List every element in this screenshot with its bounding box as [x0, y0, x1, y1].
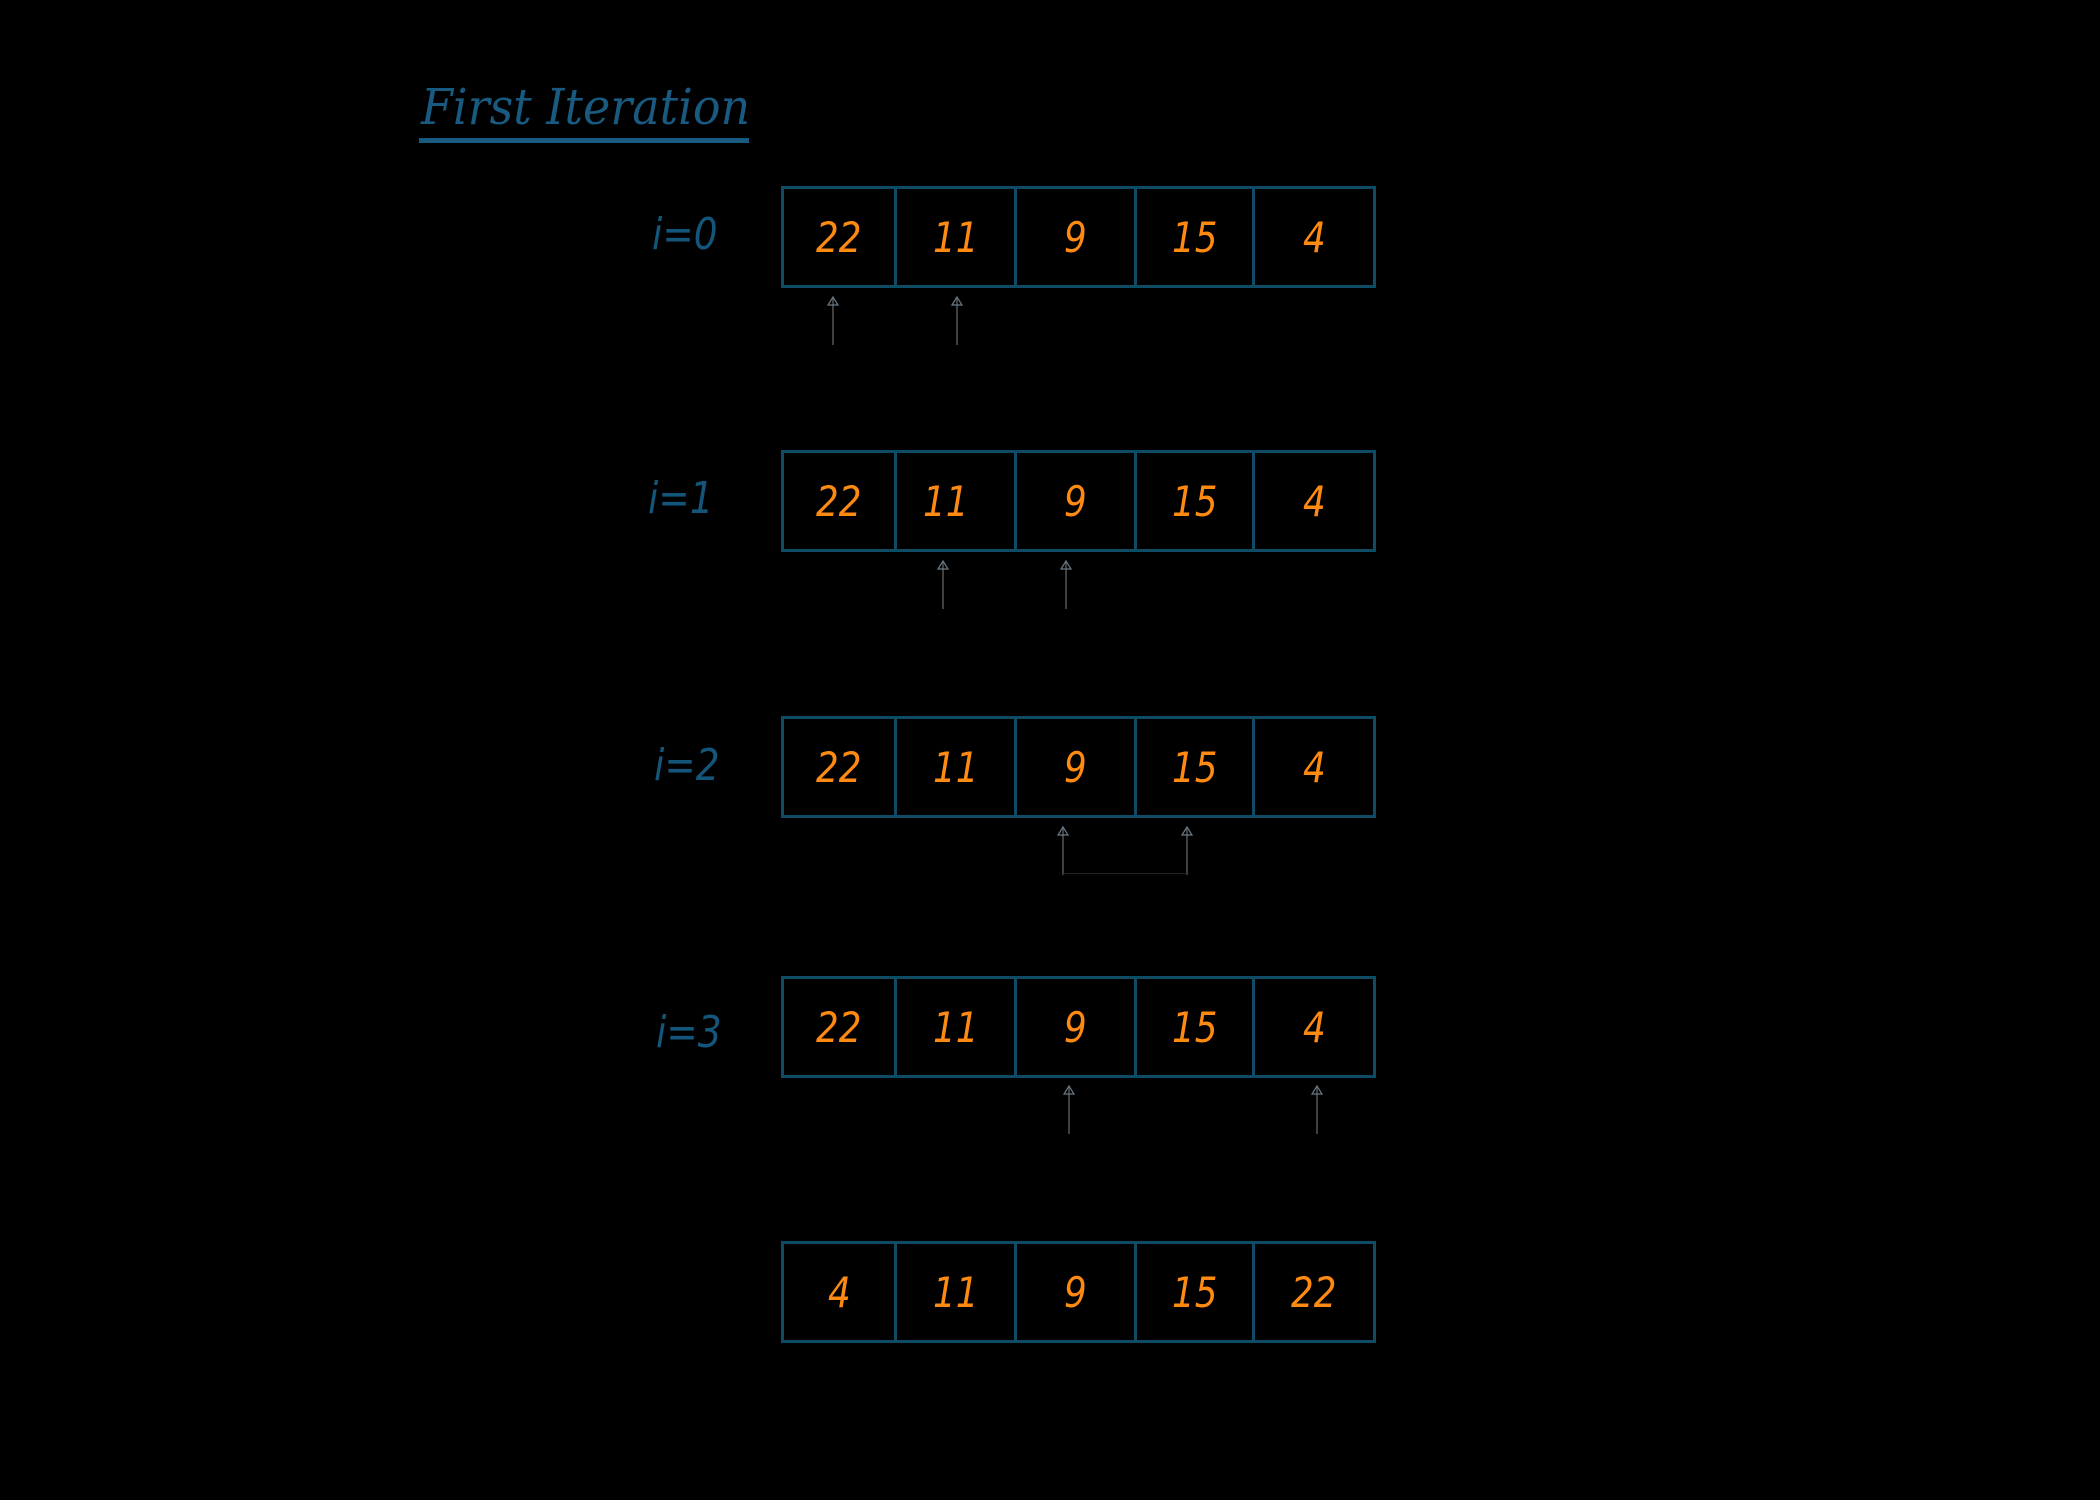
array-cell: 9: [1017, 453, 1137, 549]
array: 22 11 9 15 4: [781, 976, 1376, 1078]
cell-value: 11: [923, 476, 969, 526]
array: 22 11 9 15 4: [781, 716, 1376, 818]
cell-value: 15: [1171, 742, 1218, 792]
array-cell: 9: [1017, 189, 1137, 285]
row-label: i=0: [652, 209, 718, 260]
array-cell: 4: [1255, 453, 1373, 549]
up-arrow-icon: [1059, 559, 1073, 610]
array-cell: 4: [784, 1244, 897, 1340]
cell-value: 22: [1291, 1267, 1337, 1317]
cell-value: 11: [932, 742, 979, 792]
up-arrow-icon: [1056, 825, 1070, 876]
cell-value: 9: [1064, 212, 1087, 262]
array-cell: 9: [1017, 719, 1137, 815]
cell-value: 9: [1064, 1002, 1087, 1052]
cell-value: 4: [1302, 1002, 1326, 1052]
cell-value: 15: [1171, 1002, 1218, 1052]
array-cell: 22: [784, 453, 897, 549]
cell-value: 9: [1064, 476, 1087, 526]
cell-value: 22: [816, 1002, 862, 1052]
array-cell: 15: [1137, 719, 1255, 815]
array-cell: 11: [897, 453, 1017, 549]
cell-value: 15: [1171, 212, 1218, 262]
up-arrow-icon: [1180, 825, 1194, 876]
array: 22 11 9 15 4: [781, 186, 1376, 288]
row-label: i=2: [654, 740, 720, 791]
row-label: i=1: [648, 473, 714, 524]
array-cell: 22: [784, 979, 897, 1075]
cell-value: 22: [816, 212, 862, 262]
cell-value: 15: [1171, 476, 1218, 526]
row-label: i=3: [656, 1007, 722, 1058]
up-arrow-icon: [936, 559, 950, 610]
cell-value: 11: [932, 1267, 979, 1317]
cell-value: 9: [1064, 1267, 1087, 1317]
array-cell: 11: [897, 189, 1017, 285]
pointer-connector: [1063, 873, 1187, 874]
array-cell: 11: [897, 1244, 1017, 1340]
array-cell: 11: [897, 719, 1017, 815]
array-cell: 11: [897, 979, 1017, 1075]
cell-value: 11: [932, 212, 979, 262]
array-cell: 15: [1137, 453, 1255, 549]
up-arrow-icon: [950, 295, 964, 346]
array-cell: 22: [784, 189, 897, 285]
cell-value: 4: [827, 1267, 851, 1317]
title-underline: [419, 138, 749, 143]
array-cell: 9: [1017, 979, 1137, 1075]
array-cell: 4: [1255, 719, 1373, 815]
cell-value: 11: [932, 1002, 979, 1052]
diagram-title: First Iteration: [421, 78, 751, 136]
cell-value: 15: [1171, 1267, 1218, 1317]
up-arrow-icon: [1310, 1084, 1324, 1135]
array-cell: 4: [1255, 189, 1373, 285]
array-cell: 4: [1255, 979, 1373, 1075]
array-cell: 15: [1137, 1244, 1255, 1340]
array-cell: 15: [1137, 979, 1255, 1075]
array-cell: 9: [1017, 1244, 1137, 1340]
cell-value: 22: [816, 742, 862, 792]
array-cell: 15: [1137, 189, 1255, 285]
cell-value: 4: [1302, 476, 1326, 526]
cell-value: 4: [1302, 212, 1326, 262]
up-arrow-icon: [1062, 1084, 1076, 1135]
array-cell: 22: [784, 719, 897, 815]
up-arrow-icon: [826, 295, 840, 346]
array: 22 11 9 15 4: [781, 450, 1376, 552]
cell-value: 22: [816, 476, 862, 526]
array-cell: 22: [1255, 1244, 1373, 1340]
array: 4 11 9 15 22: [781, 1241, 1376, 1343]
cell-value: 9: [1064, 742, 1087, 792]
cell-value: 4: [1302, 742, 1326, 792]
